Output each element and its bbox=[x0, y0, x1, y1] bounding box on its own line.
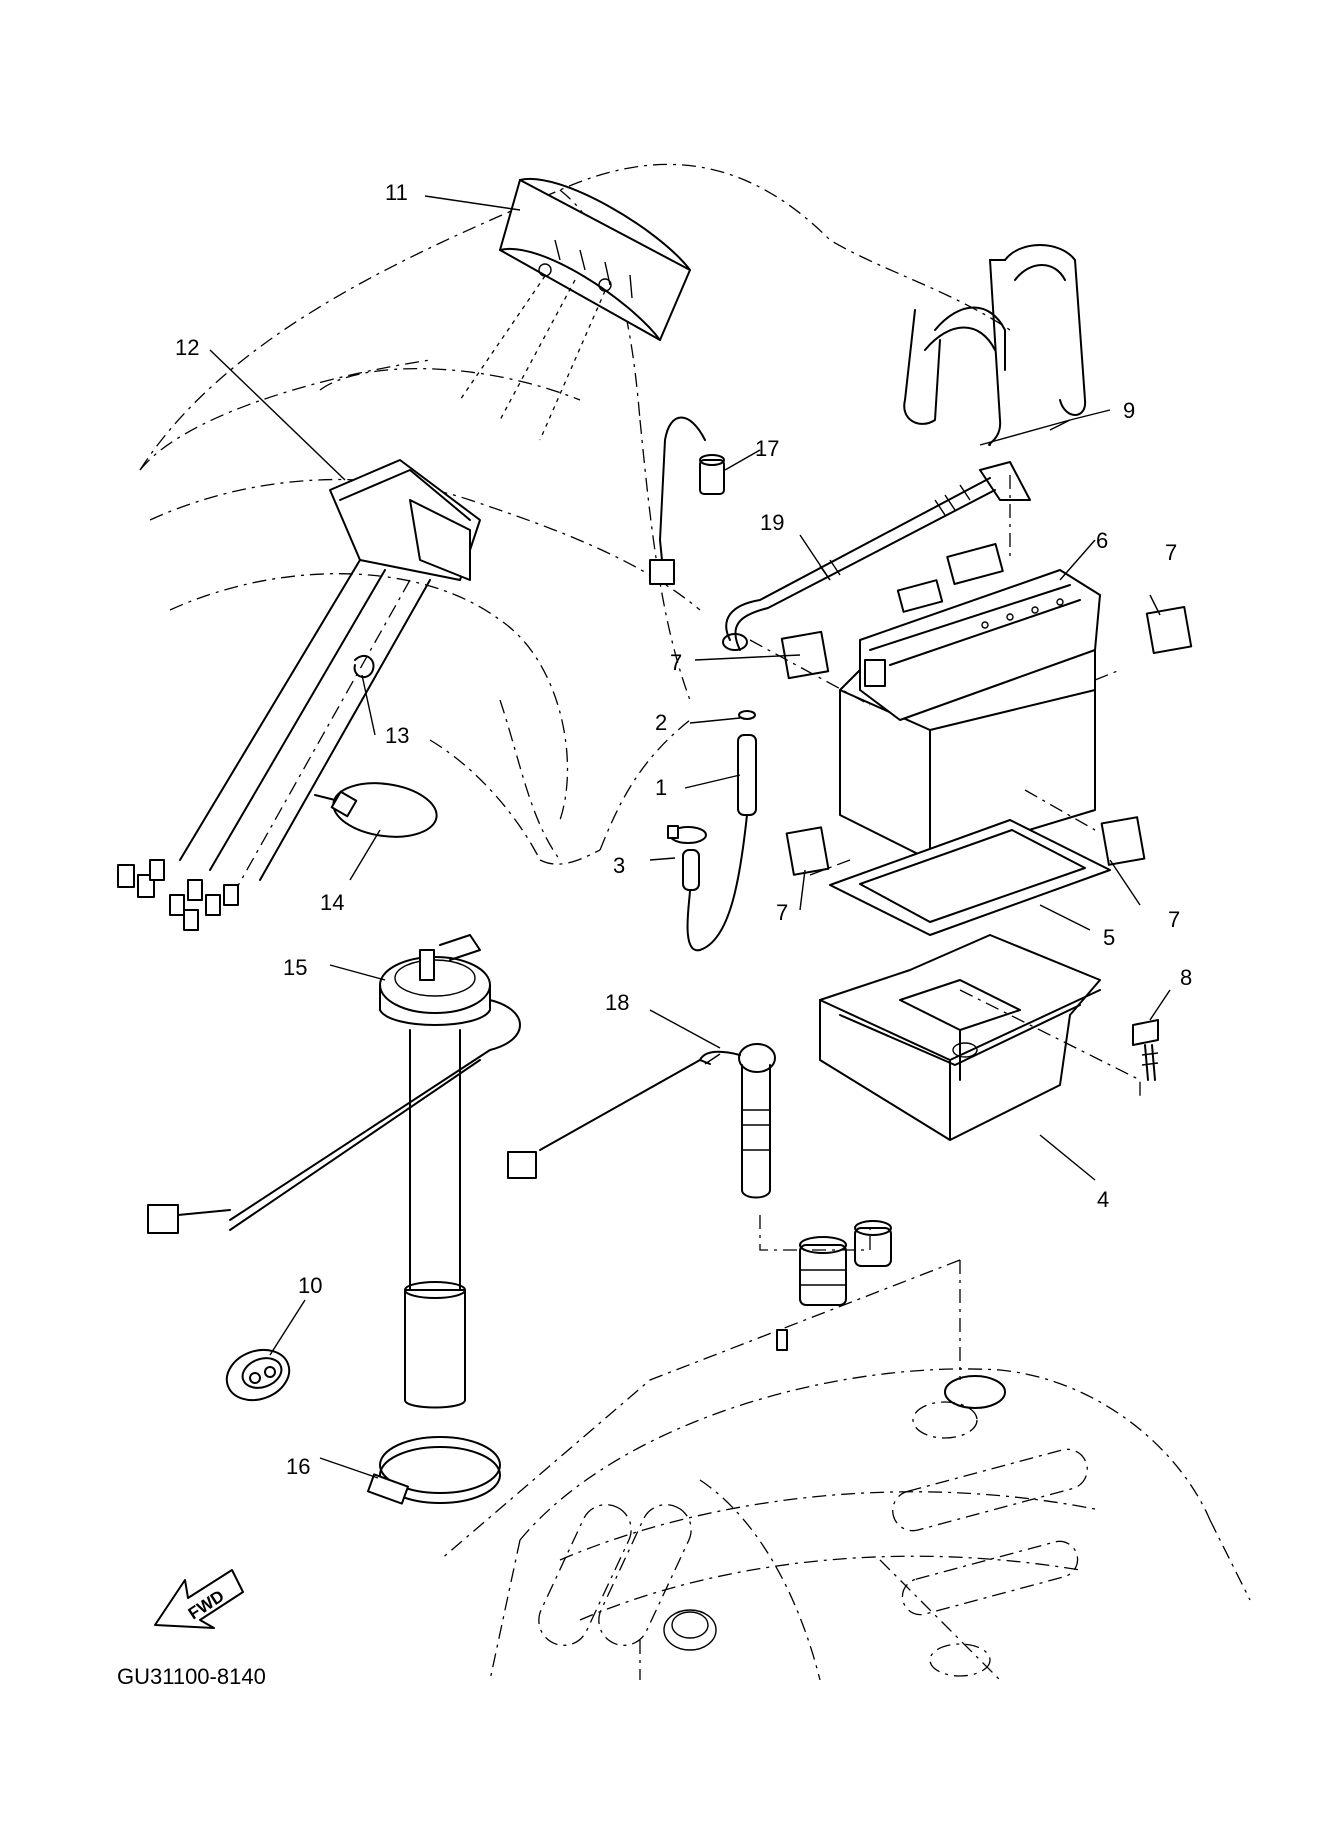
cable-band[interactable] bbox=[314, 777, 440, 843]
callout-17: 17 bbox=[755, 436, 779, 461]
grommet[interactable] bbox=[220, 1342, 297, 1409]
drawing-code: GU31100-8140 bbox=[117, 1664, 266, 1689]
pad-labels[interactable] bbox=[780, 606, 1193, 876]
callout-15: 15 bbox=[283, 955, 307, 980]
callout-7-left: 7 bbox=[670, 650, 682, 675]
callout-14: 14 bbox=[320, 890, 344, 915]
assembly-lines bbox=[439, 475, 1141, 1561]
battery-band-assembly[interactable] bbox=[903, 244, 1087, 446]
callout-19: 19 bbox=[760, 510, 784, 535]
callout-11: 11 bbox=[385, 180, 408, 205]
battery-box[interactable] bbox=[819, 934, 1101, 1141]
breather-cap[interactable] bbox=[738, 710, 756, 720]
callout-1: 1 bbox=[655, 775, 667, 800]
callout-6: 5 bbox=[1103, 925, 1115, 950]
callout-7-bottom-right: 7 bbox=[1168, 907, 1180, 932]
callout-labels: 11 12 9 17 19 6 7 7 2 13 1 14 3 7 7 5 15… bbox=[175, 180, 1192, 1479]
clip[interactable] bbox=[353, 654, 375, 679]
callout-4: 6 bbox=[1096, 528, 1108, 553]
hose-band[interactable] bbox=[367, 1436, 501, 1505]
callout-7-bottom-left: 7 bbox=[776, 900, 788, 925]
callout-5: 4 bbox=[1097, 1187, 1109, 1212]
callout-8: 8 bbox=[1180, 965, 1192, 990]
callout-9: 9 bbox=[1123, 398, 1135, 423]
battery[interactable] bbox=[839, 543, 1101, 861]
callout-7-top-right: 7 bbox=[1165, 540, 1177, 565]
battery-mat[interactable] bbox=[829, 819, 1111, 936]
bolt[interactable] bbox=[1132, 1019, 1159, 1081]
callout-13: 13 bbox=[385, 723, 409, 748]
engine-area-outline bbox=[489, 1368, 1251, 1681]
hose-clip[interactable] bbox=[667, 825, 707, 844]
callout-10: 10 bbox=[298, 1273, 322, 1298]
forward-direction-arrow: FWD bbox=[154, 1569, 244, 1629]
level-sensor[interactable] bbox=[507, 1043, 776, 1199]
terminal-cap[interactable] bbox=[649, 416, 725, 585]
tank-grommets bbox=[776, 1220, 1006, 1409]
callout-3: 3 bbox=[613, 853, 625, 878]
fuel-sender-unit[interactable] bbox=[147, 934, 521, 1409]
hull-outline bbox=[139, 163, 1011, 865]
meter-assembly[interactable] bbox=[459, 177, 691, 441]
leader-lines bbox=[209, 195, 1171, 1479]
callout-12: 12 bbox=[175, 335, 199, 360]
meter-housing[interactable] bbox=[117, 459, 481, 931]
callout-16: 16 bbox=[286, 1454, 310, 1479]
callout-18: 18 bbox=[605, 990, 629, 1015]
callout-2: 2 bbox=[655, 710, 667, 735]
